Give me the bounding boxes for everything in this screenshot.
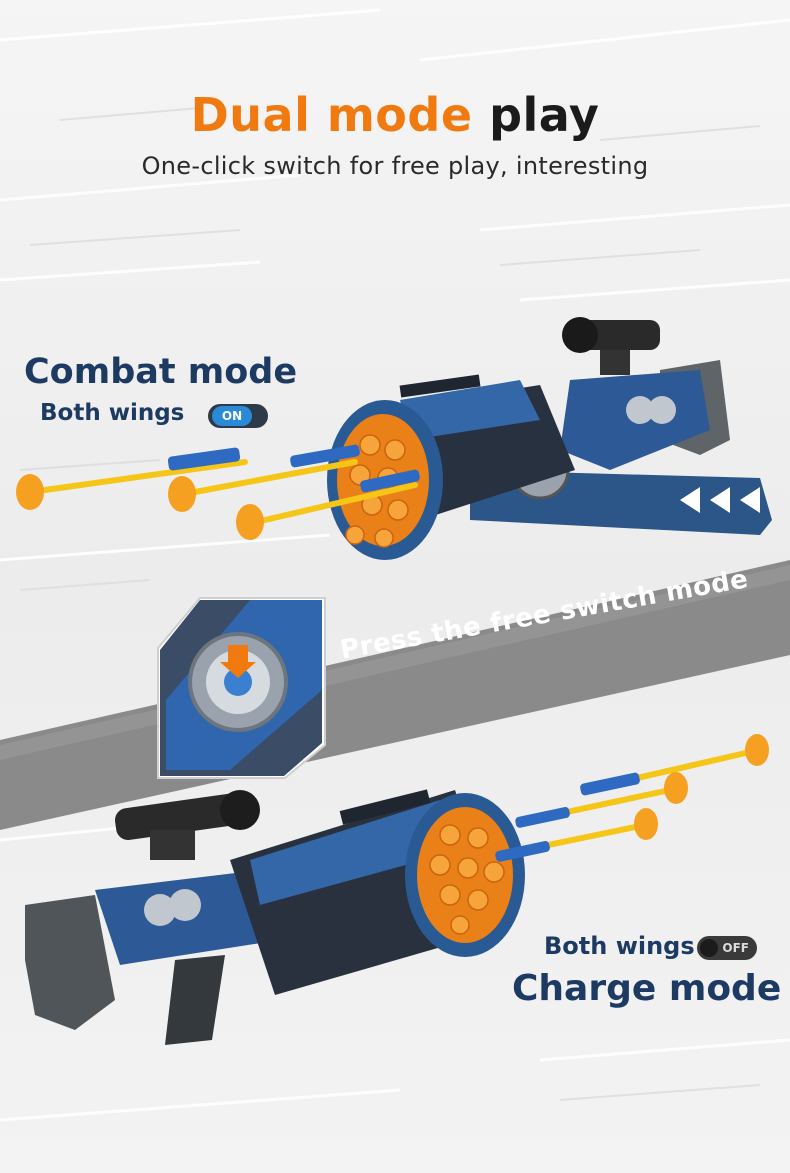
wings-toggle-off[interactable]: OFF — [697, 936, 757, 960]
title-highlight: Dual mode — [190, 88, 473, 142]
toggle-on-label: ON — [212, 406, 252, 426]
toggle-knob — [700, 939, 718, 957]
charge-wings-label: Both wings — [544, 932, 695, 960]
page-subtitle: One-click switch for free play, interest… — [141, 152, 649, 180]
charge-mode-title: Charge mode — [512, 968, 782, 1009]
blaster-combat-mode — [327, 317, 772, 560]
darts-charge — [495, 734, 769, 862]
switch-closeup — [157, 597, 326, 779]
toggle-off-label: OFF — [722, 941, 749, 955]
page-title: Dual mode play — [0, 88, 790, 142]
combat-mode-title: Combat mode — [24, 352, 298, 392]
title-rest: play — [489, 88, 600, 142]
combat-wings-label: Both wings — [40, 400, 185, 426]
wings-toggle-on[interactable]: ON — [208, 404, 268, 428]
blaster-charge-mode — [25, 789, 525, 1045]
darts-combat — [16, 444, 420, 540]
